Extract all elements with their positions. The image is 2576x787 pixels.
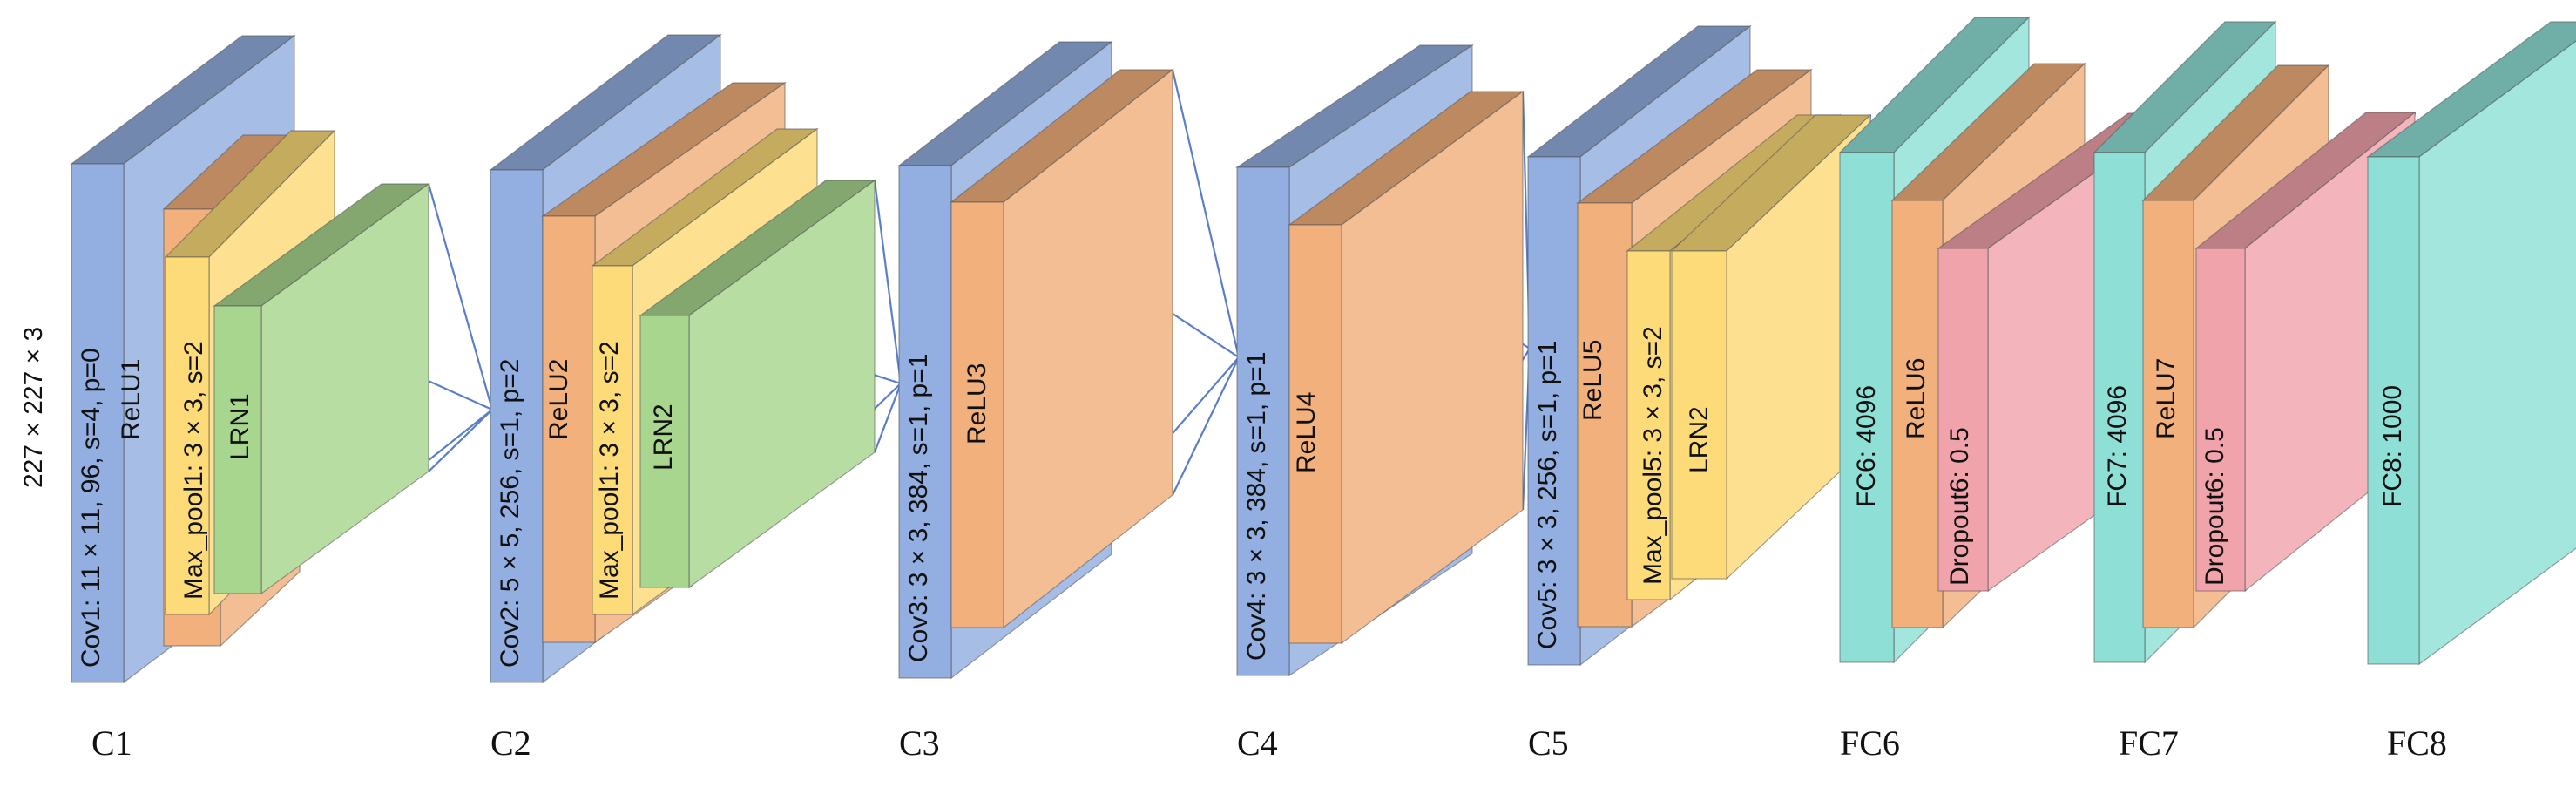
layer-label-cov1: Cov1: 11 × 11, 96, s=4, p=0 xyxy=(77,348,105,668)
block-front-face xyxy=(898,165,952,679)
layer-block-lrn1 xyxy=(213,182,430,595)
layer-label-cov4: Cov4: 3 × 3, 384, s=1, p=1 xyxy=(1242,352,1271,661)
stage-label-fc6: FC6 xyxy=(1840,723,1900,763)
connection-line xyxy=(873,383,903,453)
stage-label-fc7: FC7 xyxy=(2119,723,2179,763)
layer-label-drop6: Dropout6: 0.5 xyxy=(1945,427,1974,586)
block-front-face xyxy=(165,256,210,615)
block-front-face xyxy=(2093,152,2146,663)
block-front-face xyxy=(542,215,596,643)
layer-label-lrn1: LRN1 xyxy=(226,393,254,460)
layer-label-fc7: FC7: 4096 xyxy=(2103,385,2132,507)
block-front-face xyxy=(2195,248,2246,592)
block-front-face xyxy=(213,305,262,594)
block-front-face xyxy=(2142,200,2194,628)
layer-label-relu6: ReLU6 xyxy=(1902,358,1930,439)
block-front-face xyxy=(2367,156,2420,665)
layer-label-relu3: ReLU3 xyxy=(963,363,991,444)
layer-label-relu7: ReLU7 xyxy=(2152,358,2180,439)
connection-line xyxy=(1171,69,1241,358)
layer-label-fc6: FC6: 4096 xyxy=(1852,385,1881,507)
block-front-face xyxy=(1839,152,1895,663)
block-front-face xyxy=(1577,202,1633,628)
block-front-face xyxy=(1527,156,1581,666)
block-front-face xyxy=(950,201,1004,628)
block-front-face xyxy=(1626,250,1671,600)
block-front-face xyxy=(1937,248,1989,592)
layer-label-cov5: Cov5: 3 × 3, 256, s=1, p=1 xyxy=(1533,341,1562,649)
block-front-face xyxy=(71,163,125,683)
connection-line xyxy=(873,180,903,384)
connection-line xyxy=(1172,356,1240,496)
stage-label-fc8: FC8 xyxy=(2387,723,2447,763)
block-front-face xyxy=(1891,200,1944,628)
layer-block-relu3 xyxy=(950,68,1174,629)
layer-label-cov3: Cov3: 3 × 3, 384, s=1, p=1 xyxy=(904,354,933,662)
layer-blocks xyxy=(70,16,2576,684)
layer-label-pool2: Max_pool1: 3 × 3, s=2 xyxy=(595,341,624,600)
block-front-face xyxy=(639,315,690,588)
layer-label-drop7: Dropout6: 0.5 xyxy=(2201,427,2229,586)
block-front-face xyxy=(1288,224,1342,644)
layer-label-pool1: Max_pool1: 3 × 3, s=2 xyxy=(179,341,208,600)
connection-line xyxy=(427,183,494,410)
layer-block-relu4 xyxy=(1288,90,1525,645)
layer-label-relu4: ReLU4 xyxy=(1292,392,1321,473)
layer-label-relu2: ReLU2 xyxy=(544,359,573,440)
stage-label-c1: C1 xyxy=(91,723,132,763)
layer-label-relu5: ReLU5 xyxy=(1579,340,1607,421)
layer-label-cov2: Cov2: 5 × 5, 256, s=1, p=2 xyxy=(496,359,524,668)
layer-block-lrn2 xyxy=(639,179,876,589)
stage-label-c3: C3 xyxy=(899,723,940,763)
block-front-face xyxy=(490,169,544,683)
input-size-label: 227 × 227 × 3 xyxy=(19,327,48,488)
connection-line xyxy=(428,409,493,472)
block-front-face xyxy=(592,265,633,615)
layer-label-fc8: FC8: 1000 xyxy=(2378,385,2407,507)
layer-label-lrn2: LRN2 xyxy=(649,404,678,471)
layer-block-lrn2b xyxy=(1670,113,1872,580)
layer-label-lrn2b: LRN2 xyxy=(1685,406,1714,473)
diagram-labels: 227 × 227 × 3 Cov1: 11 × 11, 96, s=4, p=… xyxy=(19,326,2447,763)
block-front-face xyxy=(1236,166,1290,676)
layer-block-fc8 xyxy=(2366,21,2576,666)
layer-label-pool5: Max_pool5: 3 × 3, s=2 xyxy=(1639,326,1667,585)
block-front-face xyxy=(1671,250,1727,580)
stage-label-c5: C5 xyxy=(1528,723,1569,763)
stage-label-c2: C2 xyxy=(490,723,531,763)
stage-label-c4: C4 xyxy=(1237,723,1278,763)
layer-label-relu1: ReLU1 xyxy=(117,359,145,440)
